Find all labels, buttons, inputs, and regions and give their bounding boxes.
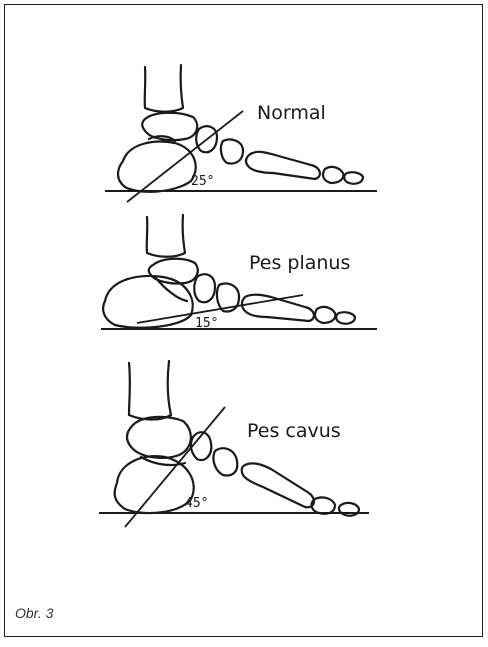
figure-frame: Normal 25° Pes planus 15° xyxy=(4,4,483,637)
label-normal: Normal xyxy=(257,102,326,124)
label-pes-planus: Pes planus xyxy=(249,252,350,274)
panel-pes-cavus xyxy=(99,361,369,527)
angle-pes-planus: 15° xyxy=(195,316,218,331)
figure-caption: Obr. 3 xyxy=(15,605,53,621)
panel-normal xyxy=(105,65,377,202)
foot-diagram: Normal 25° Pes planus 15° xyxy=(5,5,488,647)
angle-normal: 25° xyxy=(191,174,214,189)
angle-pes-cavus: 45° xyxy=(185,496,208,511)
label-pes-cavus: Pes cavus xyxy=(247,420,341,442)
